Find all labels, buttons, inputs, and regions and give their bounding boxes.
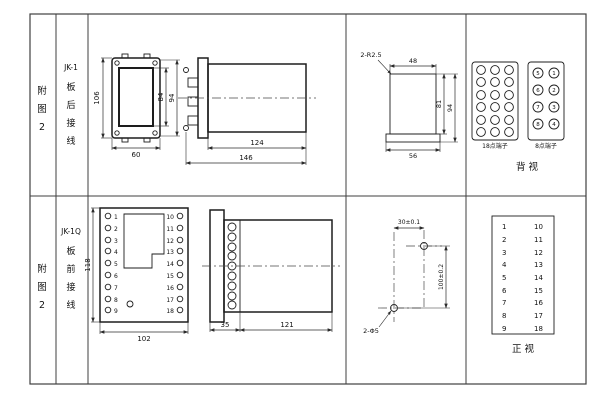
terminal-num: 2 bbox=[114, 226, 118, 233]
dim-56: 56 bbox=[409, 152, 417, 160]
terminal-block-18: 18点端子 bbox=[471, 61, 519, 150]
hole-diameter-note: 2-Φ5 bbox=[363, 327, 379, 335]
dim-94-cutout: 94 bbox=[446, 104, 454, 112]
terminal-num: 1 bbox=[114, 214, 118, 221]
terminal-num: 5 bbox=[536, 71, 540, 77]
terminal-num: 6 bbox=[536, 88, 540, 94]
fig-char: 附 bbox=[37, 85, 47, 97]
table-num: 4 bbox=[502, 261, 507, 269]
model-name: JK-1Q bbox=[60, 227, 81, 236]
terminal-num: 1 bbox=[552, 71, 556, 77]
terminal-num: 17 bbox=[166, 297, 174, 304]
dim-35: 35 bbox=[221, 321, 230, 329]
terminal-num: 8 bbox=[536, 122, 540, 128]
terminal-block-8: 5 6 7 8 1 2 3 4 8点端子 bbox=[527, 61, 565, 150]
fig-number: 2 bbox=[39, 122, 45, 133]
dim-106: 106 bbox=[93, 91, 101, 105]
fig-char: 图 bbox=[37, 282, 47, 293]
rear-view-label: 背 视 bbox=[516, 161, 539, 173]
table-num: 5 bbox=[502, 274, 506, 282]
dim-84: 84 bbox=[157, 92, 165, 101]
table-num: 11 bbox=[534, 236, 543, 244]
terminal-num: 4 bbox=[552, 122, 556, 128]
terminal-num: 9 bbox=[114, 308, 118, 315]
dim-60: 60 bbox=[132, 151, 141, 159]
dim-102: 102 bbox=[137, 335, 150, 343]
terminal-num: 11 bbox=[166, 226, 174, 233]
terminal-num: 7 bbox=[114, 285, 118, 292]
terminal-num: 16 bbox=[166, 285, 174, 292]
wiring-char: 接 bbox=[66, 281, 75, 293]
cutout-radius-note: 2-R2.5 bbox=[360, 51, 381, 59]
wiring-char: 接 bbox=[66, 117, 75, 129]
fig-number: 2 bbox=[39, 300, 45, 311]
row2-model-label: JK-1Q 板 前 接 线 bbox=[60, 227, 81, 311]
jk1q-terminal-table: 1 2 3 4 5 6 7 8 9 10 11 12 13 14 15 16 1… bbox=[491, 215, 555, 355]
terminal-num: 6 bbox=[114, 273, 118, 280]
table-num: 8 bbox=[502, 312, 506, 320]
table-num: 7 bbox=[502, 299, 506, 307]
terminal-num: 2 bbox=[552, 88, 556, 94]
table-num: 14 bbox=[534, 274, 543, 282]
dim-118: 118 bbox=[84, 258, 92, 271]
table-num: 13 bbox=[534, 261, 543, 269]
dim-48: 48 bbox=[409, 57, 417, 65]
model-name: JK-1 bbox=[63, 63, 78, 72]
terminal-num: 4 bbox=[114, 249, 118, 256]
dim-94: 94 bbox=[168, 93, 176, 102]
terminal-num: 8 bbox=[114, 297, 118, 304]
dim-121: 121 bbox=[280, 321, 293, 329]
table-num: 18 bbox=[534, 325, 543, 333]
terminal-num: 15 bbox=[166, 273, 174, 280]
table-num: 3 bbox=[502, 249, 506, 257]
dim-124: 124 bbox=[250, 139, 264, 147]
fig-char: 图 bbox=[37, 104, 47, 115]
terminal-8-label: 8点端子 bbox=[535, 142, 557, 150]
row2-fig-label: 附 图 2 bbox=[37, 263, 47, 311]
dim-30: 30±0.1 bbox=[398, 219, 420, 226]
terminal-num: 14 bbox=[166, 261, 174, 268]
front-view-label: 正 视 bbox=[512, 343, 535, 355]
terminal-18-label: 18点端子 bbox=[482, 142, 508, 150]
dim-100: 100±0.2 bbox=[438, 264, 445, 290]
terminal-num: 10 bbox=[166, 214, 174, 221]
jk1q-front-view: 1 2 3 4 5 6 7 8 9 10 11 12 13 14 15 16 1… bbox=[84, 207, 189, 343]
wiring-char: 前 bbox=[66, 263, 75, 275]
table-num: 9 bbox=[502, 325, 506, 333]
table-num: 12 bbox=[534, 249, 543, 257]
table-num: 2 bbox=[502, 236, 506, 244]
terminal-num: 3 bbox=[114, 238, 118, 245]
terminal-num: 5 bbox=[114, 261, 118, 268]
jk1-side-view: 124 146 bbox=[178, 57, 316, 165]
table-num: 6 bbox=[502, 287, 507, 295]
wiring-char: 线 bbox=[66, 135, 75, 147]
dim-146: 146 bbox=[239, 154, 253, 162]
terminal-num: 12 bbox=[166, 238, 174, 245]
wiring-char: 板 bbox=[66, 81, 75, 93]
terminal-num: 18 bbox=[166, 308, 174, 315]
row1-model-label: JK-1 板 后 接 线 bbox=[63, 63, 78, 147]
terminal-num: 3 bbox=[552, 105, 556, 111]
table-num: 17 bbox=[534, 312, 543, 320]
table-num: 16 bbox=[534, 299, 543, 307]
terminal-num: 7 bbox=[536, 105, 540, 111]
table-num: 1 bbox=[502, 223, 506, 231]
jk1q-side-view: 35 121 bbox=[202, 209, 340, 332]
jk1-panel-cutout: 2-R2.5 48 81 94 56 bbox=[360, 51, 458, 160]
row1-fig-label: 附 图 2 bbox=[37, 85, 47, 133]
wiring-char: 线 bbox=[66, 299, 75, 311]
table-num: 15 bbox=[534, 287, 543, 295]
jk1-front-view: 106 84 94 60 bbox=[93, 53, 180, 159]
fig-char: 附 bbox=[37, 263, 47, 275]
jk1q-drilling-plan: 30±0.1 100±0.2 2-Φ5 bbox=[363, 219, 450, 335]
terminal-num: 13 bbox=[166, 249, 174, 256]
table-num: 10 bbox=[534, 223, 543, 231]
dim-81: 81 bbox=[435, 100, 443, 108]
wiring-char: 后 bbox=[66, 100, 75, 111]
wiring-char: 板 bbox=[66, 245, 75, 257]
